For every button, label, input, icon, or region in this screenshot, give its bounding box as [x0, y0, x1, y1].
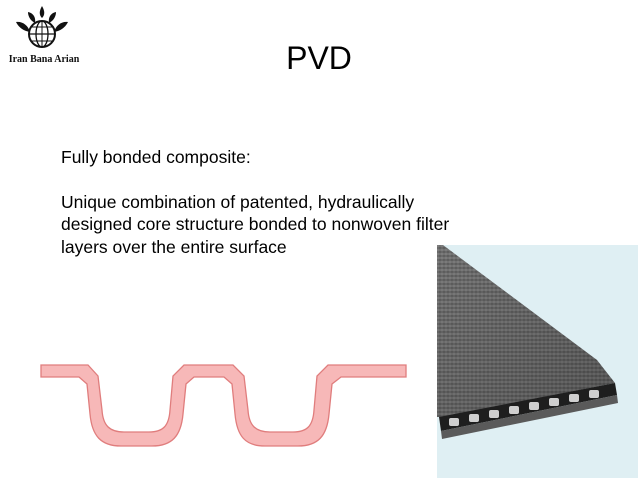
core-profile-shape [40, 364, 407, 447]
logo-text: Iran Bana Arian [8, 54, 80, 65]
slide-description: Unique combination of patented, hydrauli… [61, 191, 450, 257]
pvd-drain-photo [437, 245, 638, 478]
slide-title: PVD [286, 40, 352, 76]
slide-body: Fully bonded composite: Unique combinati… [61, 146, 481, 258]
slide-heading: Fully bonded composite: [61, 147, 251, 167]
core-profile-diagram [36, 356, 421, 457]
company-logo: Iran Bana Arian [4, 4, 80, 66]
company-emblem-icon [16, 6, 68, 48]
